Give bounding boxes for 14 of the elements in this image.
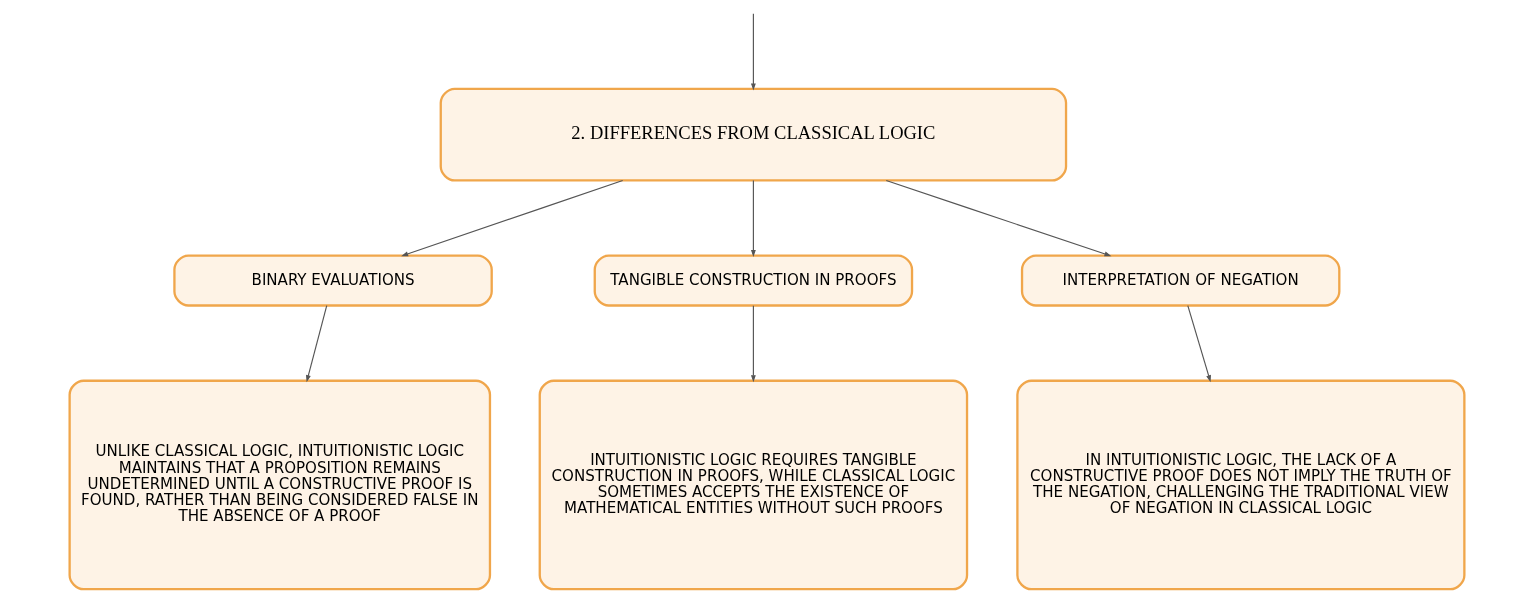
arrow <box>305 305 327 383</box>
node-box: 2. DIFFERENCES FROM CLASSICAL LOGIC <box>439 87 1067 182</box>
node-box: IN INTUITIONISTIC LOGIC, THE LACK OF A CONSTRUCTIVE PROOF DOES NOT IMPLY THE TRUTH OF THE NEGATION, CHALLENGING THE TRADITIONAL VIEW OF NEGATION IN CLASSICAL LOGIC <box>1015 379 1466 591</box>
node-box: TANGIBLE CONSTRUCTION IN PROOFS <box>593 254 913 307</box>
arrow <box>400 179 623 257</box>
arrow <box>750 13 756 91</box>
node-box: INTERPRETATION OF NEGATION <box>1020 254 1340 307</box>
node-box: BINARY EVALUATIONS <box>172 254 493 307</box>
arrow <box>1186 305 1211 383</box>
node-box: UNLIKE CLASSICAL LOGIC, INTUITIONISTIC LOGIC MAINTAINS THAT A PROPOSITION REMAINS UNDETERMINED UNTIL A CONSTRUCTIVE PROOF IS FOUND, RATHER THAN BEING CONSIDERED FALSE IN THE ABSENCE OF A PROOF <box>67 379 491 591</box>
arrow <box>750 305 756 383</box>
arrow <box>885 179 1111 257</box>
node-box: INTUITIONISTIC LOGIC REQUIRES TANGIBLE CONSTRUCTION IN PROOFS, WHILE CLASSICAL LOGIC SOMETIMES ACCEPTS THE EXISTENCE OF MATHEMATICAL ENTITIES WITHOUT SUCH PROOFS <box>538 379 968 591</box>
arrow <box>750 179 756 258</box>
